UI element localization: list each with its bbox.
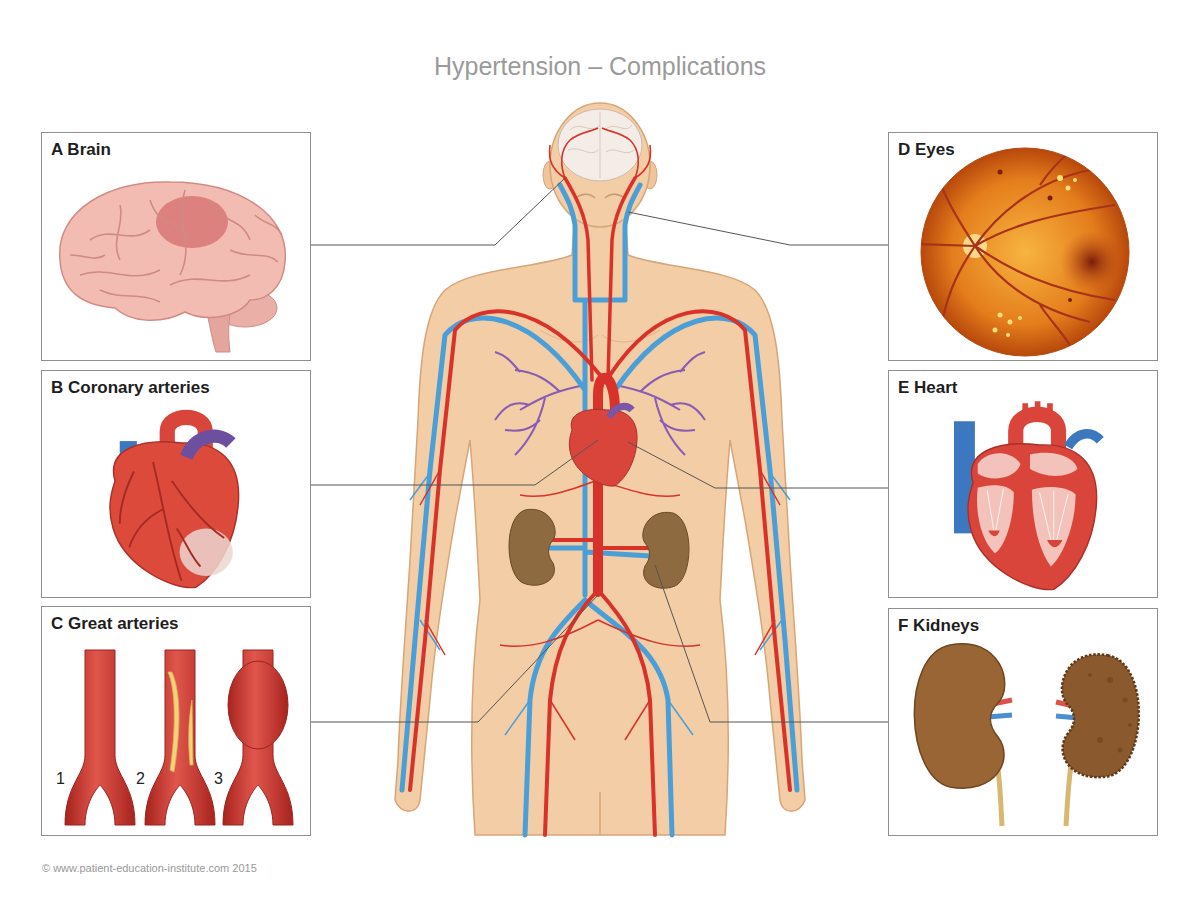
exudates [993,175,1078,337]
panel-box: D Eyes [888,132,1158,361]
kidney-scarring [1123,698,1128,703]
leader-line [628,442,888,488]
arteries [410,311,790,835]
fundus-details [920,152,1124,345]
retinal-hemorrhages [998,170,1003,175]
macula [1060,230,1124,294]
panel-heading: D Eyes [898,140,955,160]
kidneys-illustration [914,644,1138,826]
panel-heading: E Heart [898,378,958,398]
panel-heading: F Kidneys [898,616,979,636]
body-kidney [643,512,689,588]
shrunken-kidney [1062,654,1139,777]
retinal-hemorrhages [998,170,1073,303]
coronary-artery [120,462,225,581]
exudates [1008,320,1013,325]
callout-number: 1 [56,770,65,788]
leader-line [311,595,598,722]
retinal-vessels [920,152,1115,345]
exudates [1073,178,1077,182]
veins [402,185,797,835]
kidney-scarring [1088,673,1092,677]
pulmonary-vessel [1068,434,1100,447]
body-kidney [509,509,555,585]
head-eyes [575,194,625,198]
body-head [550,103,650,227]
carotid-arteries [565,178,635,380]
infarct-area [180,529,233,577]
healthy-artery [65,650,135,825]
great-arteries-illustration [65,650,293,825]
callout-number: 3 [214,770,223,788]
heart-chamber [978,453,1021,478]
leader-line [311,440,598,485]
kidney-scarring [1128,723,1132,727]
exudates [1066,186,1071,191]
leader-line [655,565,888,722]
aneurysm [228,661,288,749]
body-heart [610,406,633,417]
exudates [998,313,1003,318]
exudates [1006,333,1010,337]
kidney-scarring [1118,748,1123,753]
retinal-hemorrhages [1048,196,1053,201]
panel-box: B Coronary arteries [41,370,311,598]
panel-heading: B Coronary arteries [51,378,210,398]
healthy-kidney [914,644,1004,788]
panel-heading: C Great arteries [51,614,179,634]
copyright-note: © www.patient-education-institute.com 20… [42,862,257,874]
body-heart [569,406,637,486]
eye-fundus-illustration [920,148,1129,356]
heart-chamber [977,485,1014,553]
brain-gyri [70,190,282,302]
coronary-heart-illustration [110,417,239,587]
retinal-hemorrhages [1068,298,1072,302]
heart-wall [968,444,1097,590]
narrowed-artery [145,650,215,825]
leader-lines [311,178,888,722]
panel-heading: A Brain [51,140,111,160]
fundus [921,148,1129,356]
pulmonary-trunk [186,436,231,457]
heart-section-illustration [954,401,1100,589]
aneurysm-artery [223,650,293,825]
panel-box: A Brain [41,132,311,361]
head-brain-gyri [568,112,634,178]
kidney-scarring [1097,737,1103,743]
exudates [1018,316,1022,320]
papillary-muscle [988,531,1062,548]
kidney-scarring [1107,677,1113,683]
heart-chordae [987,489,1068,542]
brain-outline [60,182,286,320]
body-groin [599,792,601,835]
renal-vein [988,715,1012,717]
body-heart [569,409,637,486]
head-brain [558,109,642,181]
diagram-title: Hypertension – Complications [0,52,1200,81]
leader-line [628,212,888,245]
exudates [1057,175,1063,181]
body-silhouette [395,215,805,835]
callout-number: 2 [136,770,145,788]
panel-box: C Great arteries [41,606,311,836]
heart-chamber [1030,453,1078,476]
exudates [993,328,998,333]
panel-box: F Kidneys [888,608,1158,836]
kidney-scarring [1088,673,1132,753]
heart-body [110,442,239,588]
body-figure [395,103,805,835]
brain-illustration [60,182,286,352]
plaque [168,672,193,772]
panel-box: E Heart [888,370,1158,598]
brain-arteries [550,128,651,178]
leader-line [311,178,565,245]
